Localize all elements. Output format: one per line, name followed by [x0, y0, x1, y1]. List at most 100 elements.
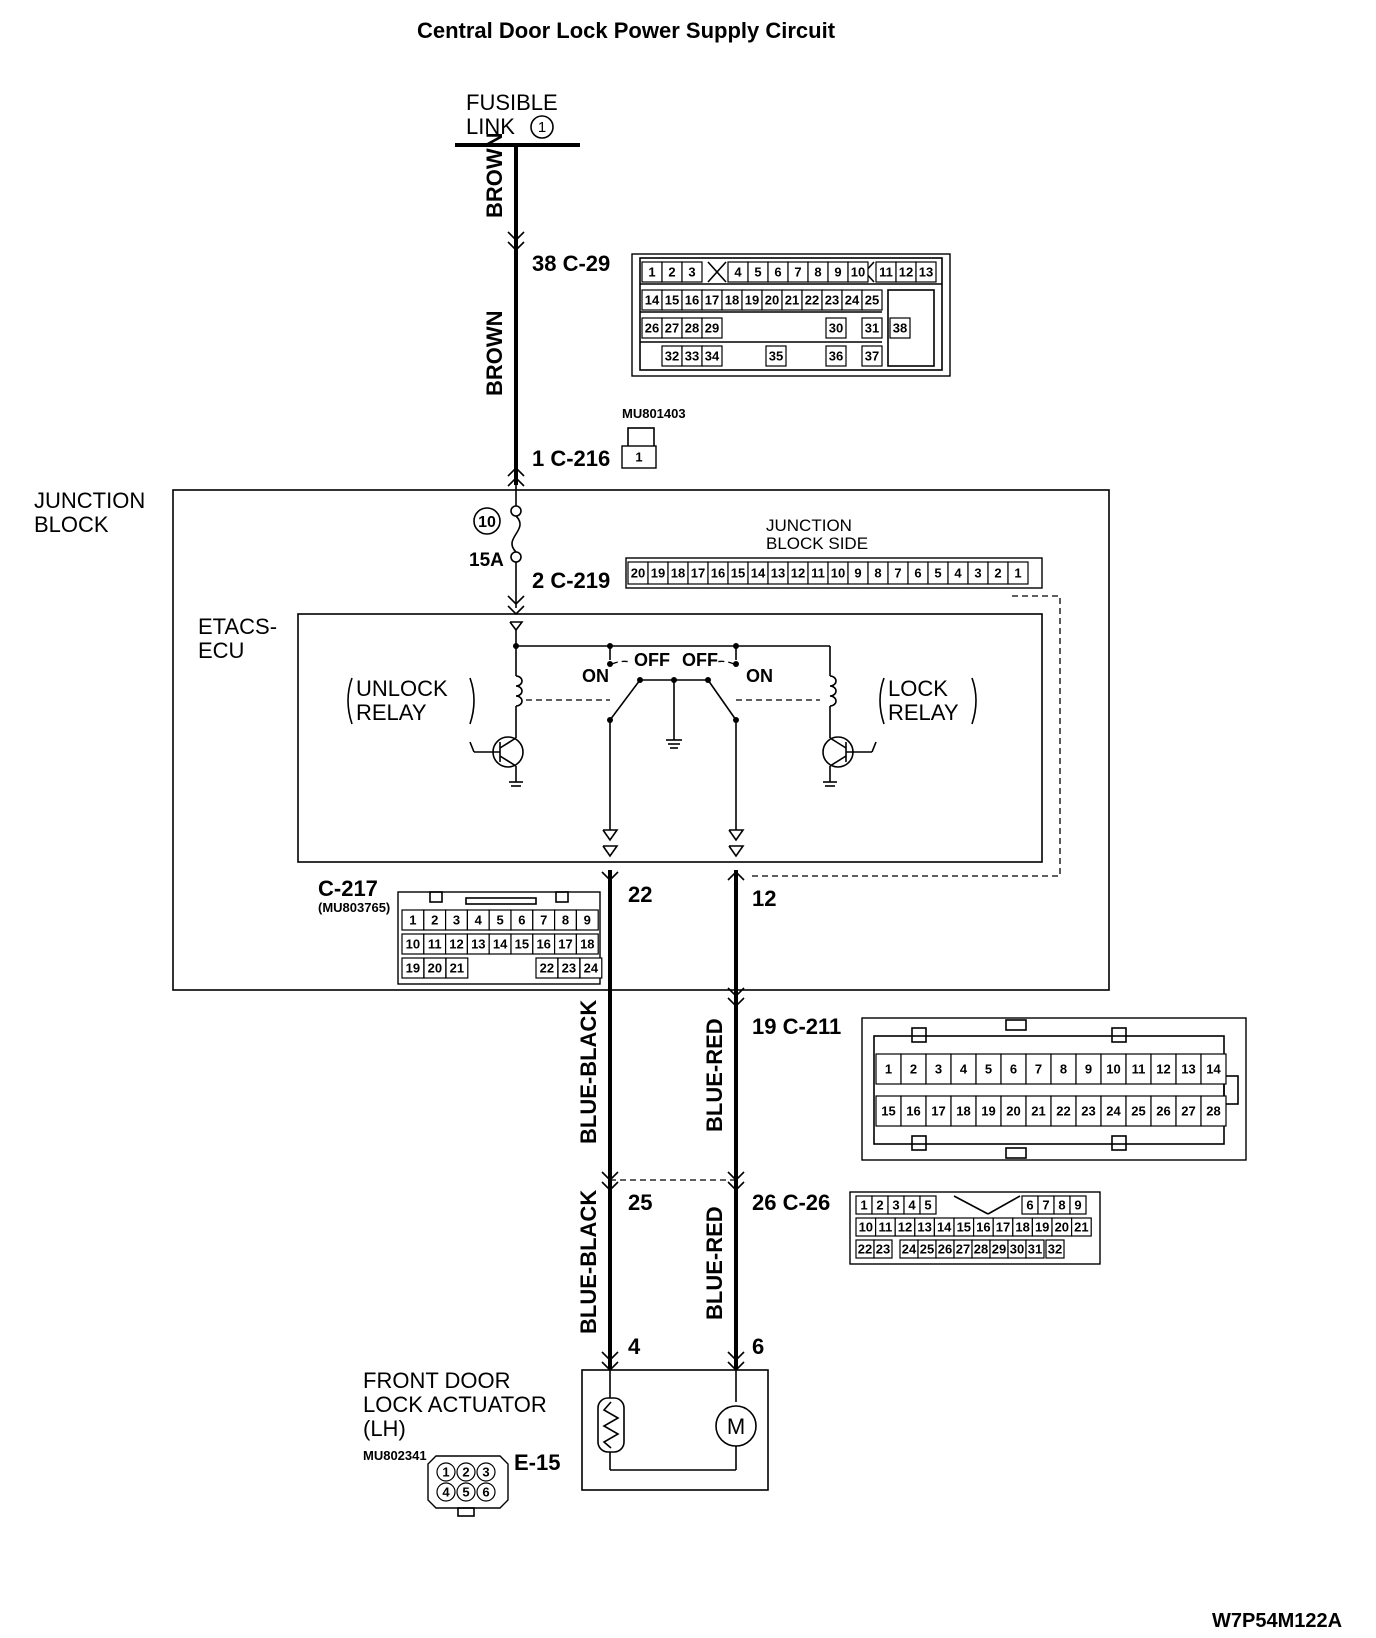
pin-cell — [950, 1095, 977, 1127]
pin-label: 33 — [685, 348, 699, 363]
pin-label: 12 — [1156, 1061, 1170, 1076]
c217-part-number: (MU803765) — [318, 900, 390, 915]
pin-cell — [579, 957, 603, 979]
pin-label: 14 — [751, 565, 766, 580]
pin-label: 1 — [648, 264, 655, 279]
pin-label: 8 — [814, 264, 821, 279]
c216-pin: 1 — [635, 449, 642, 464]
pin-cell — [925, 1095, 952, 1127]
pin-label: 36 — [829, 348, 843, 363]
pin-label: 27 — [1181, 1103, 1195, 1118]
c217-pin-22: 22 — [628, 882, 652, 907]
pin-label: 16 — [976, 1219, 990, 1234]
pin-label: 13 — [919, 264, 933, 279]
junction-block-label-1: JUNCTION — [34, 488, 145, 513]
pin-cell — [1025, 1239, 1045, 1259]
pin-label: 20 — [765, 292, 779, 307]
pin-label: 13 — [471, 936, 485, 951]
e15-pin-6: 6 — [752, 1334, 764, 1359]
pin-label: 10 — [406, 936, 420, 951]
pin-label: 16 — [906, 1103, 920, 1118]
motor-symbol: M — [727, 1414, 745, 1439]
pin-label: 4 — [908, 1197, 916, 1212]
pin-label: 18 — [725, 292, 739, 307]
e15-part-number: MU802341 — [363, 1448, 427, 1463]
pin-label: 22 — [540, 960, 554, 975]
pin-label: 5 — [985, 1061, 992, 1076]
pin-label: 19 — [745, 292, 759, 307]
pin-cell — [1000, 1095, 1027, 1127]
pin-label: 1 — [860, 1197, 867, 1212]
fusible-link: FUSIBLE LINK 1 — [455, 90, 580, 147]
pin-label: 10 — [851, 264, 865, 279]
pin-label: 18 — [956, 1103, 970, 1118]
pin-label: 2 — [462, 1464, 469, 1479]
pin-cell — [476, 1482, 496, 1502]
pin-label: 15 — [515, 936, 529, 951]
pin-label: 28 — [974, 1241, 988, 1256]
pin-cell — [889, 317, 911, 339]
pin-label: 26 — [645, 320, 659, 335]
pin-label: 15 — [957, 1219, 971, 1234]
pin-cell — [1100, 1053, 1127, 1085]
pin-cell — [701, 345, 723, 367]
wire-color-brown-mid: BROWN — [482, 310, 507, 396]
output-wires — [601, 870, 745, 1372]
pin-label: 5 — [934, 565, 941, 580]
pin-label: 21 — [1074, 1219, 1088, 1234]
pin-label: 14 — [493, 936, 508, 951]
pin-label: 17 — [996, 1219, 1010, 1234]
pin-cell — [919, 1195, 937, 1215]
pin-label: 2 — [431, 912, 438, 927]
pin-label: 31 — [865, 320, 879, 335]
pin-label: 1 — [1014, 565, 1021, 580]
pin-label: 23 — [876, 1241, 890, 1256]
pin-cell — [436, 1482, 456, 1502]
pin-cell — [975, 1095, 1002, 1127]
pin-label: 2 — [876, 1197, 883, 1212]
pin-label: 7 — [894, 565, 901, 580]
fusible-link-number: 1 — [538, 119, 546, 136]
pin-label: 29 — [992, 1241, 1006, 1256]
pin-label: 15 — [665, 292, 679, 307]
pin-label: 30 — [1010, 1241, 1024, 1256]
pin-label: 3 — [688, 264, 695, 279]
pin-label: 11 — [879, 1219, 893, 1234]
c216-connector: 1 — [621, 427, 657, 469]
switch-on-right: ON — [746, 666, 773, 686]
pin-cell — [873, 1239, 893, 1259]
power-wire — [507, 145, 525, 487]
pin-cell — [825, 345, 847, 367]
pin-cell — [1045, 1239, 1065, 1259]
etacs-ecu-outline — [297, 613, 1043, 863]
pin-label: 13 — [917, 1219, 931, 1234]
pin-label: 23 — [1081, 1103, 1095, 1118]
pin-label: 5 — [924, 1197, 931, 1212]
pin-label: 15 — [881, 1103, 895, 1118]
pin-label: 2 — [994, 565, 1001, 580]
pin-label: 3 — [935, 1061, 942, 1076]
pin-label: 9 — [834, 264, 841, 279]
pin-label: 6 — [1026, 1197, 1033, 1212]
fusible-link-number-circle — [530, 115, 554, 139]
wire-color-brown-top: BROWN — [482, 132, 507, 218]
etacs-ecu-label-2: ECU — [198, 638, 244, 663]
pin-label: 24 — [584, 960, 599, 975]
pin-cell — [1125, 1095, 1152, 1127]
pin-cell — [681, 261, 703, 283]
pin-label: 8 — [874, 565, 881, 580]
pin-cell — [445, 957, 469, 979]
c219-side-label-2: BLOCK SIDE — [766, 534, 868, 553]
pin-label: 3 — [974, 565, 981, 580]
pin-label: 24 — [902, 1241, 917, 1256]
pin-label: 19 — [981, 1103, 995, 1118]
pin-label: 8 — [1060, 1061, 1067, 1076]
pin-cell — [1025, 1053, 1052, 1085]
pin-label: 14 — [645, 292, 660, 307]
pin-label: 37 — [865, 348, 879, 363]
pin-label: 11 — [879, 264, 893, 279]
pin-label: 21 — [1031, 1103, 1045, 1118]
pin-cell — [701, 317, 723, 339]
